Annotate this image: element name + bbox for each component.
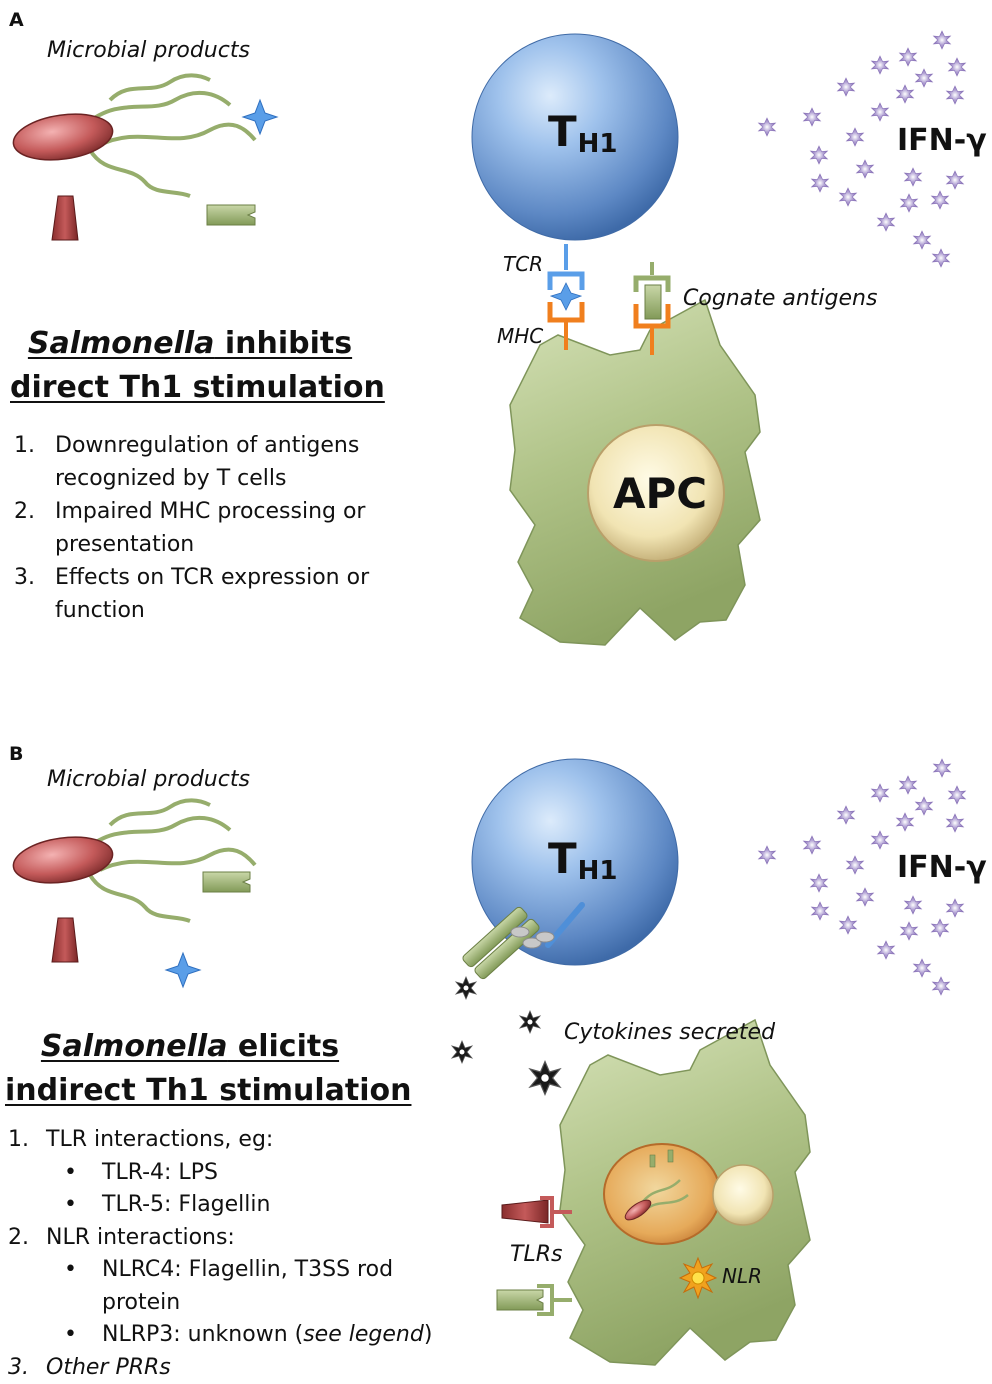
list-text: TLR-5: Flagellin [8,1189,270,1222]
red-trapezoid-antigen-b [52,918,78,962]
apc-label: APC [613,470,707,518]
list-item: •TLR-5: Flagellin [8,1189,432,1222]
list-number: 2. [14,495,35,528]
heading-a-rest: inhibits [214,326,352,361]
mechanism-list-b: 1.TLR interactions, eg:•TLR-4: LPS•TLR-5… [8,1124,432,1384]
mhc-label: MHC [497,325,543,348]
th1-label-b: TH1 [548,835,618,887]
list-number: 1. [14,429,35,462]
heading-b-rest: elicits [227,1029,339,1064]
heading-a-italic: Salmonella [28,326,215,361]
list-text: Other PRRs [8,1352,171,1384]
heading-b-line1: Salmonella elicits [5,1025,375,1069]
list-text: Effects on TCR expression or [14,561,369,594]
list-bullet: • [64,1319,77,1352]
list-item: •TLR-4: LPS [8,1157,432,1190]
heading-b: Salmonella elicits indirect Th1 stimulat… [5,1025,375,1112]
microbial-products-label-a: Microbial products [47,38,250,63]
blue-star-antigen-b [166,953,200,987]
heading-a-line2: direct Th1 stimulation [10,366,370,410]
th1-label-main: T [548,107,577,156]
list-number: 1. [8,1124,29,1157]
list-number: 3. [8,1352,29,1384]
secreted-cytokines [452,977,560,1095]
list-text: TLR interactions, eg: [8,1124,273,1157]
list-item: 2.NLR interactions: [8,1222,432,1255]
tcr-label: TCR [503,253,543,276]
th1-label-main-b: T [548,834,577,883]
tlrs-label: TLRs [510,1242,562,1267]
tlr-receptor-green [497,1286,572,1314]
list-text: NLRP3: unknown ( [8,1319,303,1352]
bacterium-b [10,800,255,921]
list-bullet: • [64,1254,77,1287]
ifn-gamma-label-a: IFN-γ [897,124,987,159]
list-text-italic: see legend [303,1322,424,1347]
list-text: Impaired MHC processing or [14,495,369,528]
cognate-antigens-label: Cognate antigens [683,286,877,311]
list-text: Downregulation of antigens [14,429,369,462]
list-item: •NLRC4: Flagellin, T3SS rod [8,1254,432,1287]
heading-b-line2: indirect Th1 stimulation [5,1069,375,1113]
list-item: 1.TLR interactions, eg: [8,1124,432,1157]
nlr-label: NLR [722,1265,762,1288]
list-item: protein [8,1287,432,1320]
blue-star-antigen-a [243,100,277,134]
ifn-gamma-label-b: IFN-γ [897,851,987,886]
panel-label-b: B [9,744,23,766]
list-number: 2. [8,1222,29,1255]
heading-a: Salmonella inhibits direct Th1 stimulati… [10,322,370,409]
list-text: presentation [14,528,369,561]
green-antigen-b [203,872,250,892]
th1-label-sub-b: H1 [578,856,618,886]
list-text: NLR interactions: [8,1222,235,1255]
list-text: recognized by T cells [14,462,369,495]
cytokines-secreted-label: Cytokines secreted [564,1020,775,1045]
heading-b-italic: Salmonella [41,1029,228,1064]
list-item: •NLRP3: unknown (see legend) [8,1319,432,1352]
list-text: TLR-4: LPS [8,1157,218,1190]
list-bullet: • [64,1189,77,1222]
list-text: protein [8,1287,180,1320]
bacterium-a [10,75,255,196]
apc-nucleus-b [713,1165,773,1225]
list-item: 3.Other PRRs [8,1352,432,1384]
th1-label-a: TH1 [548,108,618,160]
heading-a-line1: Salmonella inhibits [10,322,370,366]
list-text-after: ) [424,1322,433,1347]
panel-label-a: A [9,10,24,32]
list-bullet: • [64,1157,77,1190]
red-trapezoid-antigen-a [52,196,78,240]
green-antigen-a [207,205,255,225]
phagosome-vacuole [604,1144,720,1244]
microbial-products-label-b: Microbial products [47,767,250,792]
list-number: 3. [14,561,35,594]
tcr-mhc-complex-blue [550,244,582,350]
th1-label-sub: H1 [578,129,618,159]
list-text: function [14,594,369,627]
